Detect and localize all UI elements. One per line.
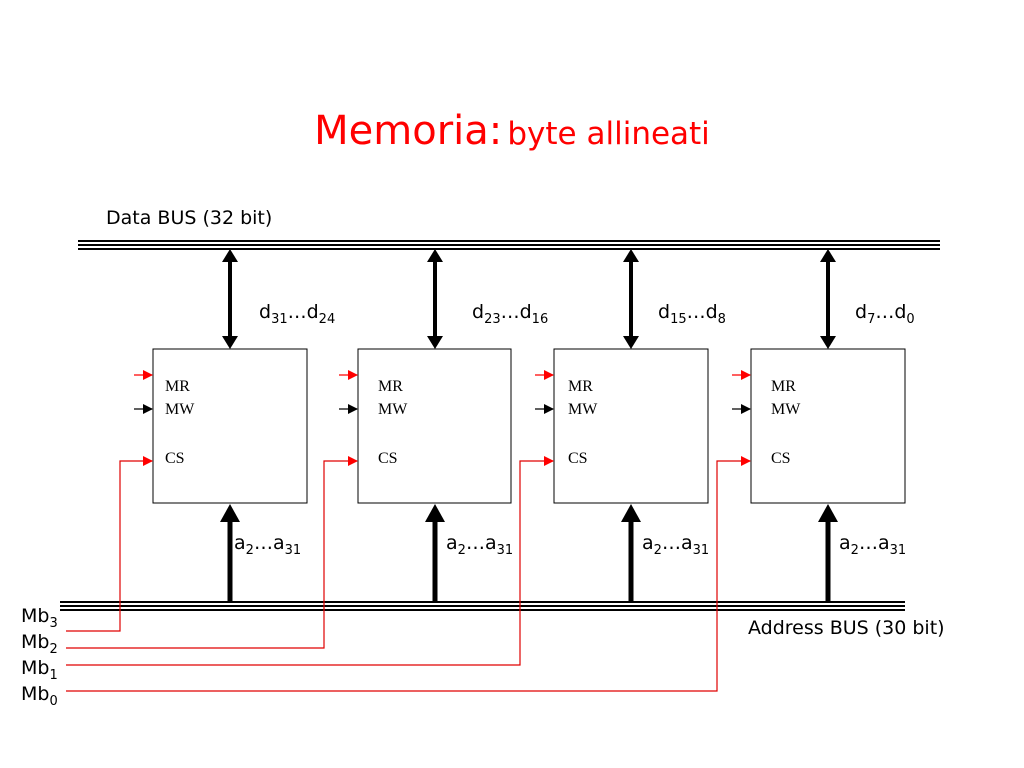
pin-cs-label: CS [165,450,185,467]
address-lines-label: a2…a31 [234,532,301,558]
memory-module-0: d31…d24 a2…a31 MR MW CS [134,249,335,603]
data-arrowhead-down [222,336,238,349]
address-bus-label: Address BUS (30 bit) [748,617,945,639]
pin-mr-label: MR [378,378,403,395]
address-bus [60,601,905,611]
pin-mr-label: MR [165,378,190,395]
cs-wire-mb2 [66,456,358,649]
data-arrowhead-down [427,336,443,349]
pin-cs-label: CS [568,450,588,467]
memory-module-3: d7…d0 a2…a31 MR MW CS [732,249,915,603]
pin-mw-label: MW [378,401,408,418]
memory-module-2: d15…d8 a2…a31 MR MW CS [535,249,726,603]
address-arrowhead [425,504,445,522]
data-bus-label: Data BUS (32 bit) [106,207,272,229]
title-main: Memoria: [314,108,503,154]
address-arrowhead [621,504,641,522]
slide-title: Memoria: byte allineati [0,108,1024,154]
address-lines-label: a2…a31 [446,532,513,558]
chip-select-wires [66,456,751,692]
data-arrowhead-down [623,336,639,349]
memory-module-1: d23…d16 a2…a31 MR MW CS [339,249,548,603]
pin-mw-label: MW [771,401,801,418]
pin-mw-label: MW [568,401,598,418]
address-arrowhead [220,504,240,522]
data-lines-label: d31…d24 [259,301,335,327]
cs-wire-mb1 [66,456,554,666]
address-lines-label: a2…a31 [839,532,906,558]
pin-cs-label: CS [378,450,398,467]
data-arrowhead-up [427,249,443,262]
data-arrowhead-down [820,336,836,349]
data-lines-label: d23…d16 [472,301,548,327]
data-arrowhead-up [222,249,238,262]
select-label-mb3: Mb3 [21,605,58,631]
data-lines-label: d7…d0 [855,301,915,327]
data-bus [78,240,940,250]
data-arrowhead-up [820,249,836,262]
pin-mw-label: MW [165,401,195,418]
cs-wire-mb0 [66,456,751,692]
data-lines-label: d15…d8 [658,301,726,327]
cs-wire-mb3 [66,456,153,632]
data-arrowhead-up [623,249,639,262]
select-label-mb1: Mb1 [21,657,58,683]
pin-mr-label: MR [568,378,593,395]
pin-cs-label: CS [771,450,791,467]
pin-mr-label: MR [771,378,796,395]
address-lines-label: a2…a31 [642,532,709,558]
select-label-mb2: Mb2 [21,631,58,657]
title-sub: byte allineati [507,116,710,152]
select-label-mb0: Mb0 [21,683,58,709]
address-arrowhead [818,504,838,522]
